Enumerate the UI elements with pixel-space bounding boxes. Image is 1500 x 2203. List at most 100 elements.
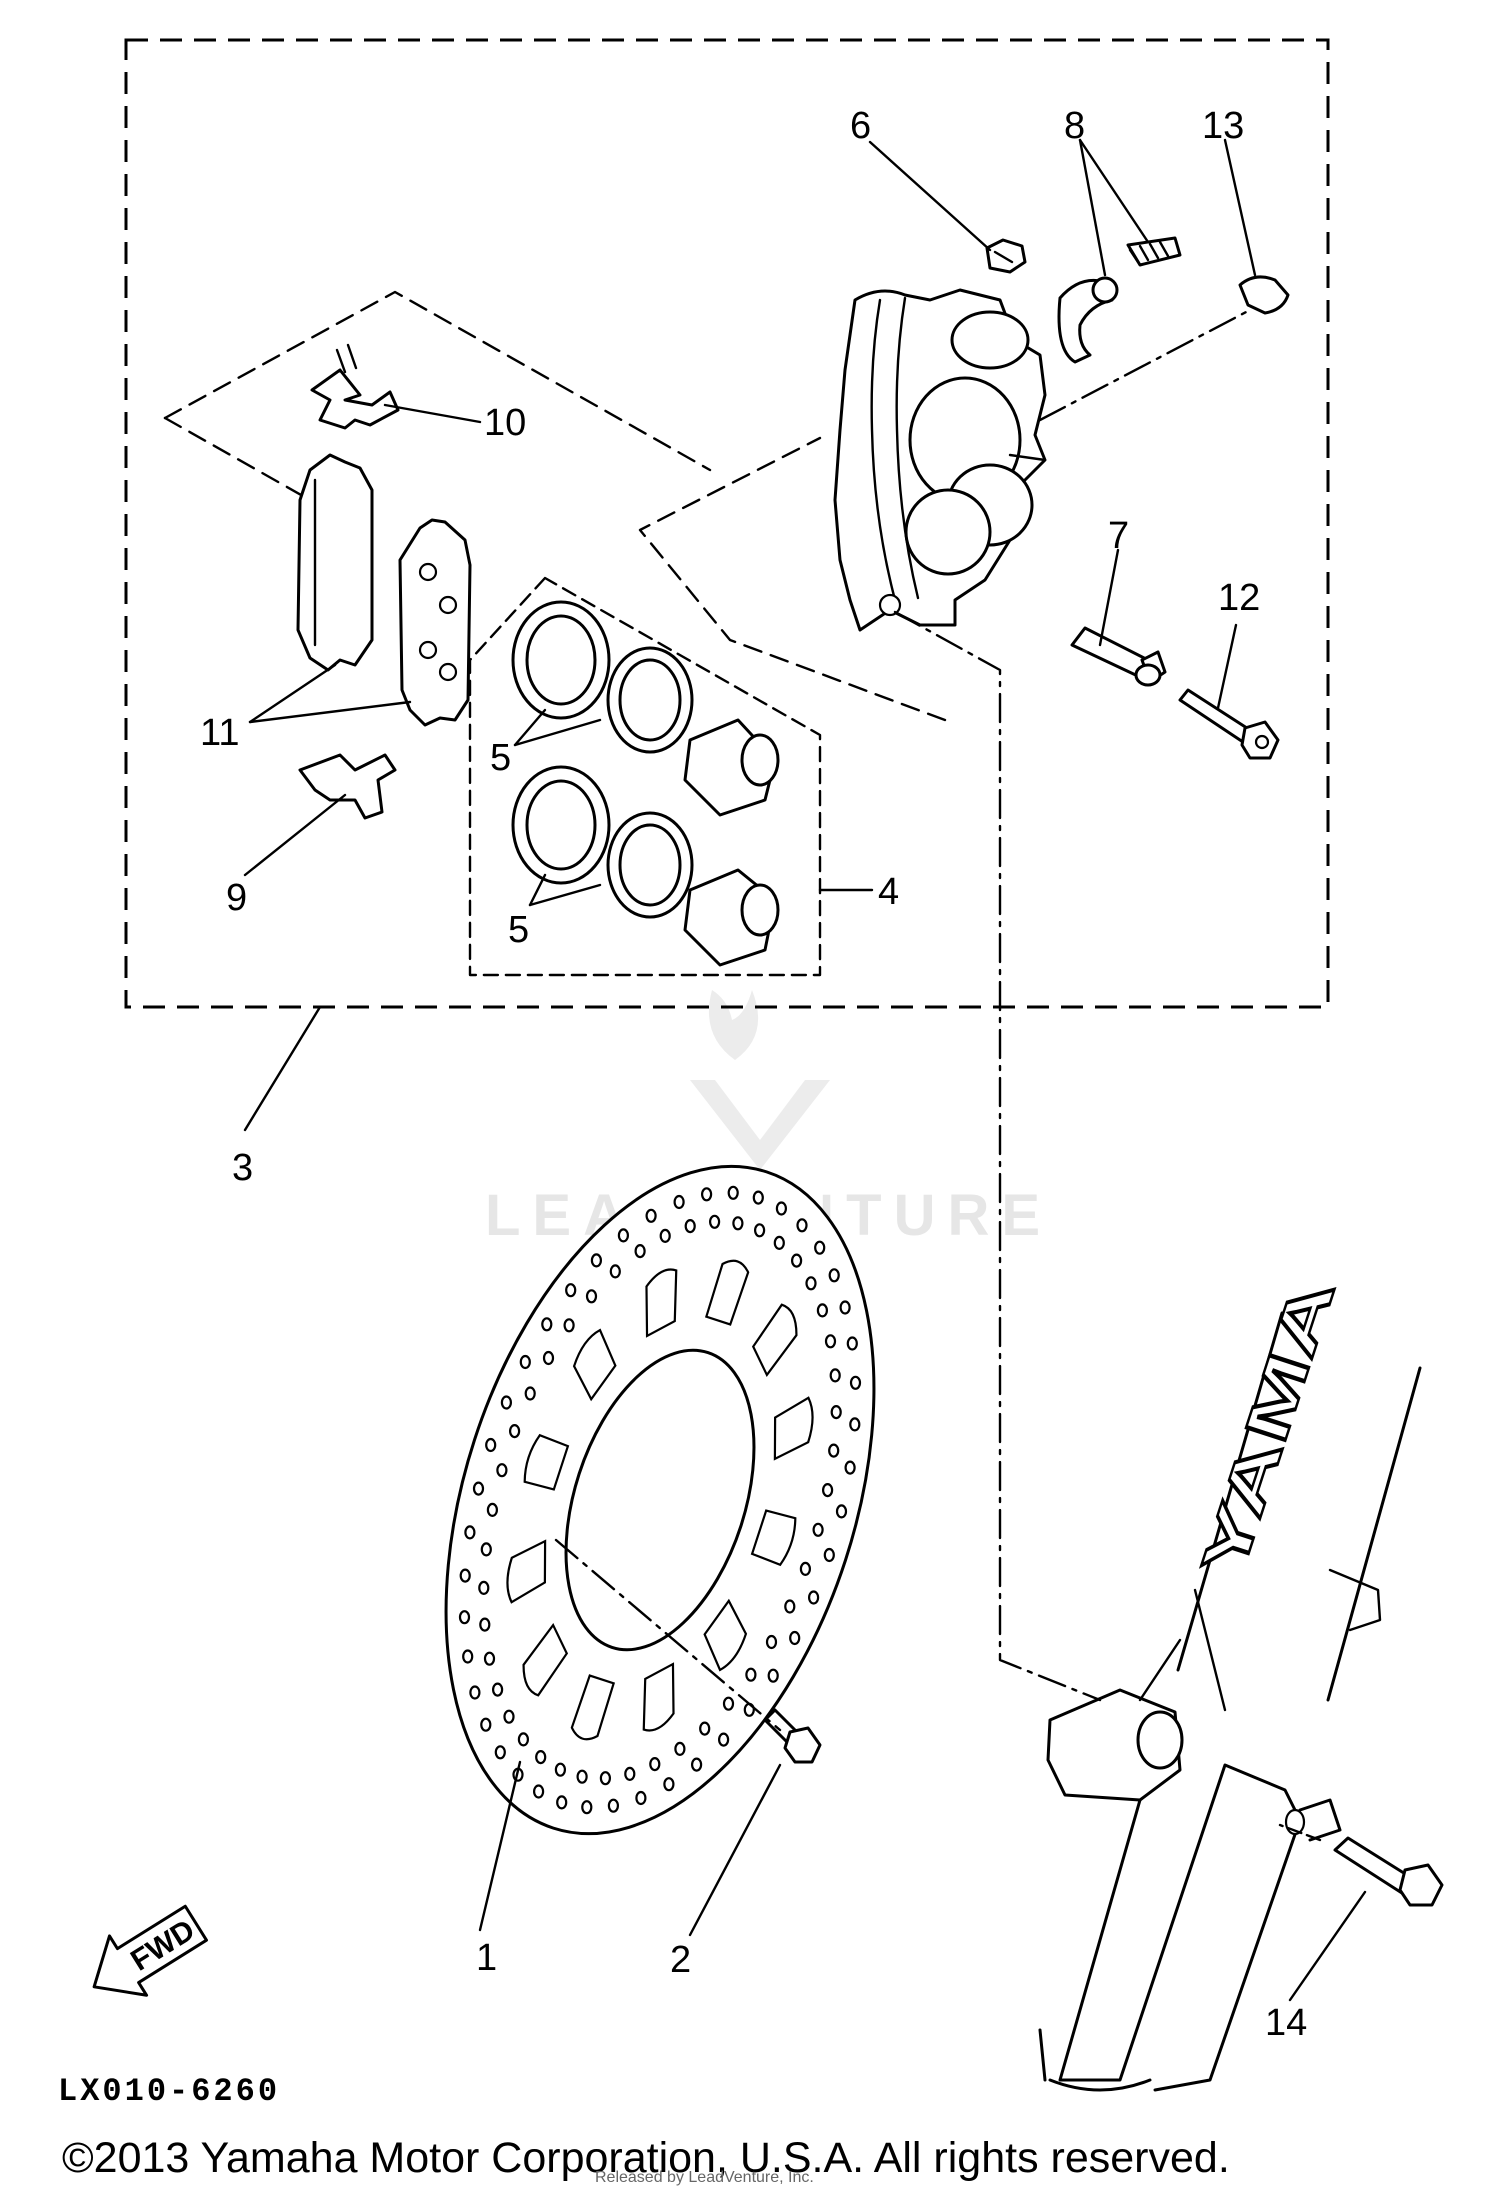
disc-hole xyxy=(823,1547,835,1563)
disc-hole xyxy=(524,1386,536,1401)
caliper-body xyxy=(833,288,1047,632)
disc-hole xyxy=(673,1194,685,1210)
disc-hole xyxy=(565,1283,577,1298)
pad-spring-10 xyxy=(310,343,400,430)
disc-hole xyxy=(767,1668,779,1683)
disc-slot xyxy=(506,1539,547,1604)
disc-hole xyxy=(634,1243,646,1259)
disc-hole xyxy=(752,1190,764,1205)
disc-hole xyxy=(503,1709,515,1724)
disc-hole xyxy=(773,1235,785,1251)
disc-slot xyxy=(522,1622,569,1697)
disc-hole xyxy=(599,1771,612,1786)
pin-bolt-7 xyxy=(1070,626,1167,687)
disc-slots xyxy=(506,1259,814,1741)
disc-hole xyxy=(617,1228,630,1243)
disc-slot xyxy=(773,1396,814,1461)
copyright-notice: ©2013 Yamaha Motor Corporation, U.S.A. A… xyxy=(62,2134,1230,2182)
disc-hole xyxy=(690,1757,703,1772)
bleed-cap-13 xyxy=(1238,275,1290,315)
disc-hole xyxy=(563,1318,575,1333)
disc-hole xyxy=(828,1443,840,1458)
piston-lower xyxy=(683,868,780,967)
diagram-code: LX010-6260 xyxy=(58,2073,280,2110)
disc-hole xyxy=(829,1368,841,1383)
disc-hole xyxy=(816,1303,829,1318)
disc-hole xyxy=(462,1649,474,1664)
disc-hole xyxy=(609,1264,621,1279)
disc-hole xyxy=(732,1216,744,1231)
disc-hole xyxy=(814,1240,826,1255)
disc-hole xyxy=(790,1253,803,1268)
disc-hole xyxy=(519,1354,531,1370)
leader-lines xyxy=(243,138,1367,2002)
disc-slot xyxy=(751,1303,798,1378)
pad-group-outline xyxy=(163,290,947,722)
disc-hole xyxy=(585,1289,598,1304)
piston-upper xyxy=(683,718,780,817)
bleed-screw-8 xyxy=(1057,236,1182,364)
disc-hole xyxy=(796,1218,808,1233)
disc-hole xyxy=(494,1745,506,1760)
callout-5a: 5 xyxy=(490,737,511,779)
brake-pad-left xyxy=(296,453,374,672)
bolt-6 xyxy=(985,238,1027,274)
callout-10: 10 xyxy=(484,402,526,444)
disc-slot xyxy=(645,1268,678,1338)
fork-brand-text: YAMA xyxy=(1188,1270,1347,1584)
forward-arrow: FWD xyxy=(92,1904,208,1997)
disc-hole xyxy=(541,1317,553,1332)
disc-hole xyxy=(839,1300,851,1315)
disc-hole xyxy=(458,1610,471,1625)
callout-labels: 1 2 3 4 5 5 6 7 8 9 10 11 12 13 14 xyxy=(200,105,1307,2044)
disc-hole xyxy=(849,1417,861,1432)
disc-hole xyxy=(727,1185,739,1200)
callout-5b: 5 xyxy=(508,909,529,951)
disc-hole xyxy=(554,1762,567,1777)
front-fork: YAMA xyxy=(1038,1269,1422,2092)
disc-hole xyxy=(480,1717,492,1732)
callout-14: 14 xyxy=(1265,2002,1307,2044)
disc-hole xyxy=(508,1423,521,1439)
callout-4: 4 xyxy=(878,871,899,913)
pad-support-9 xyxy=(298,753,397,820)
disc-hole xyxy=(805,1276,817,1291)
callout-7: 7 xyxy=(1108,515,1129,557)
disc-hole xyxy=(775,1201,788,1216)
disc-hole xyxy=(486,1502,498,1518)
disc-hole xyxy=(844,1460,856,1475)
disc-hole xyxy=(821,1482,834,1498)
disc-hole xyxy=(607,1798,620,1813)
piston-seals-upper xyxy=(511,600,694,754)
disc-hole xyxy=(480,1542,492,1557)
disc-hole xyxy=(635,1790,647,1806)
disc-hole xyxy=(590,1253,603,1268)
assembly-guide-lines xyxy=(554,308,1322,1842)
disc-hole xyxy=(492,1682,504,1697)
disc-hole xyxy=(807,1590,820,1605)
seal-kit-outline xyxy=(468,576,874,977)
disc-hole xyxy=(556,1795,568,1810)
disc-slot xyxy=(572,1328,617,1402)
disc-hole xyxy=(500,1395,512,1410)
disc-hole xyxy=(576,1769,588,1784)
disc-slot xyxy=(642,1662,675,1732)
callout-3: 3 xyxy=(232,1147,253,1189)
callout-12: 12 xyxy=(1218,577,1260,619)
disc-hole xyxy=(483,1651,496,1666)
disc-slot xyxy=(704,1259,750,1326)
disc-slot xyxy=(570,1674,616,1741)
disc-hole xyxy=(700,1187,713,1202)
callout-6: 6 xyxy=(850,105,871,147)
disc-hole xyxy=(479,1617,491,1632)
disc-hole xyxy=(835,1504,848,1519)
disc-hole xyxy=(824,1334,837,1349)
disc-hole xyxy=(828,1268,840,1283)
disc-hole xyxy=(517,1732,530,1747)
disc-hole xyxy=(485,1437,497,1453)
mount-bolt-14 xyxy=(1333,1836,1444,1907)
caliper-assembly-outline xyxy=(124,38,1330,1009)
disc-hole xyxy=(717,1732,730,1747)
callout-13: 13 xyxy=(1202,105,1244,147)
